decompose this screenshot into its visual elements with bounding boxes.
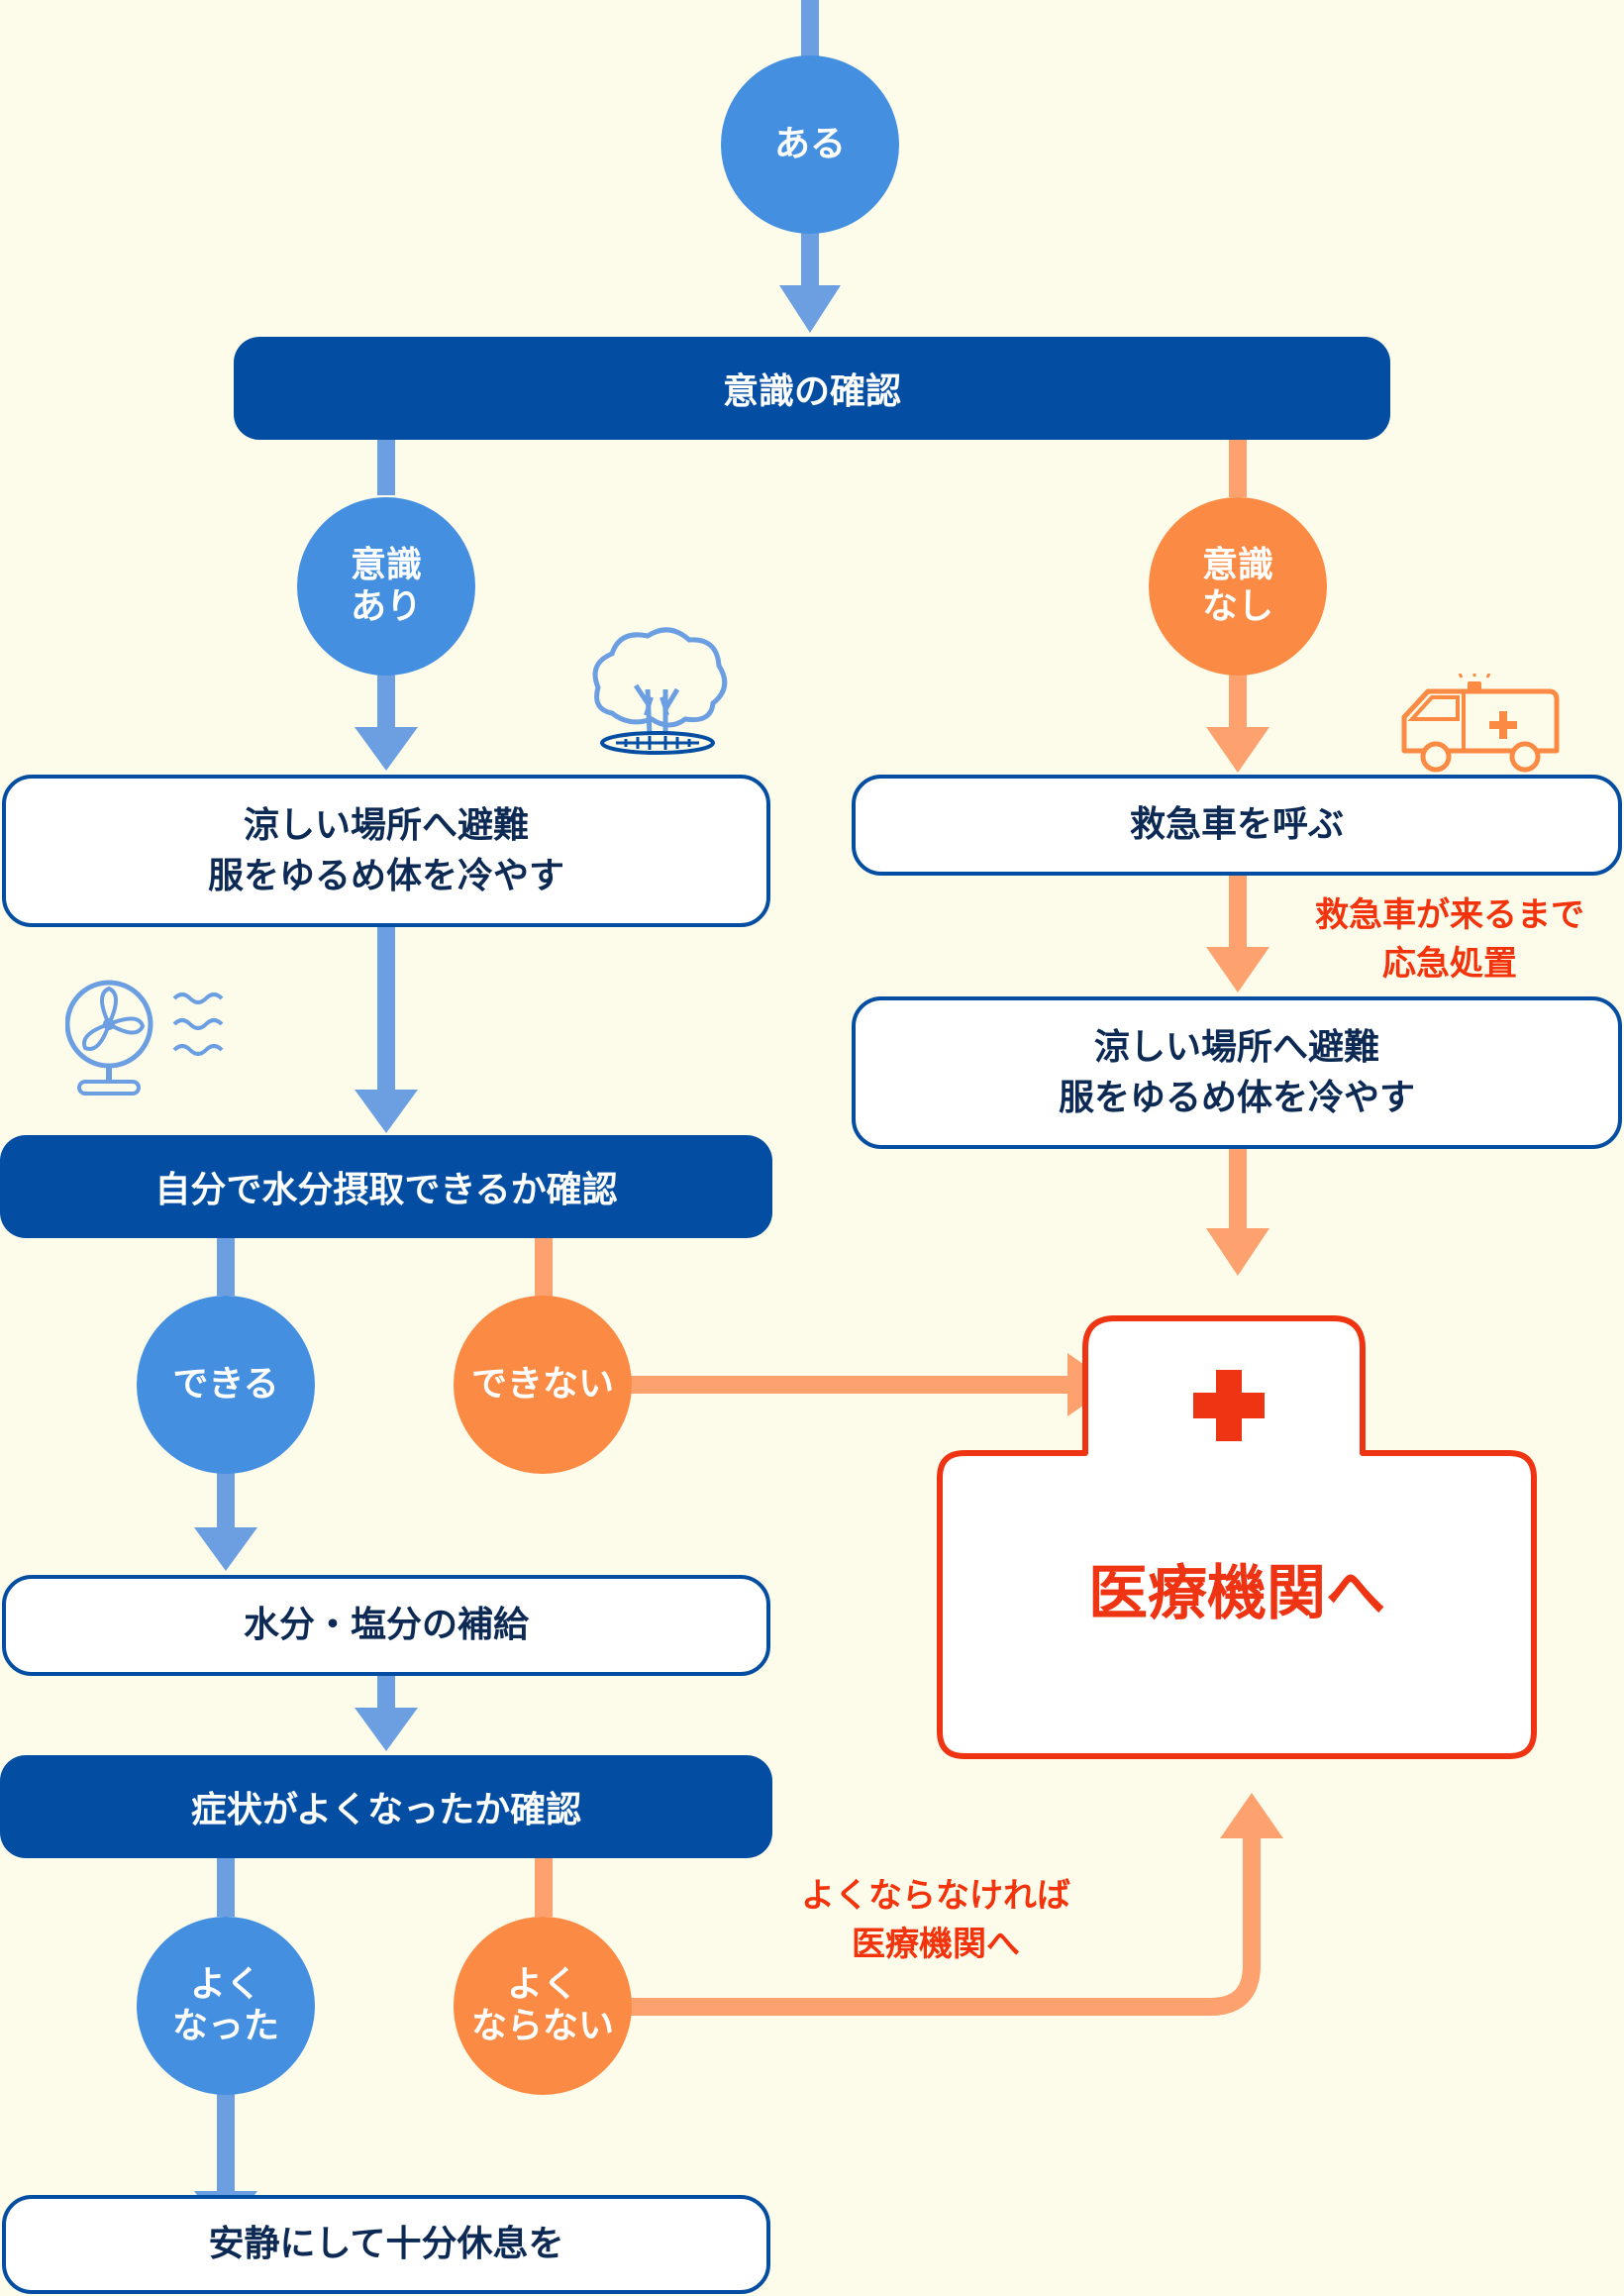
connector-line (377, 1676, 395, 1710)
step-ansei-kyusoku: 安静にして十分休息を (2, 2195, 770, 2294)
branch-label-line: よく (189, 1963, 261, 2005)
step-suzushii-basho-left: 涼しい場所へ避難 服をゆるめ体を冷やす (2, 775, 770, 927)
connector-line (217, 2090, 235, 2193)
step-suzushii-basho-right: 涼しい場所へ避難 服をゆるめ体を冷やす (852, 996, 1622, 1149)
arrow-head (355, 1090, 418, 1133)
ambulance-icon (1401, 674, 1560, 773)
branch-label-line: ならない (470, 2006, 614, 2046)
step-label-line: 服をゆるめ体を冷やす (207, 856, 564, 896)
step-suibun-sesshu-kakunin: 自分で水分摂取できるか確認 (0, 1135, 772, 1238)
step-label: 水分・塩分の補給 (243, 1605, 529, 1646)
arrow-head (1220, 1793, 1283, 1838)
connector-line (1229, 438, 1247, 497)
step-label: 自分で水分摂取できるか確認 (154, 1170, 618, 1210)
connector-line (217, 1470, 235, 1529)
step-label: 意識の確認 (722, 371, 901, 412)
branch-label-line: なった (171, 2006, 279, 2046)
arrow-head (1206, 1228, 1269, 1276)
branch-circle-yoku-naranai: よく ならない (454, 1917, 632, 2095)
connector-line (1229, 1147, 1247, 1230)
arrow-head (1206, 727, 1269, 773)
connector-line (535, 1857, 553, 1917)
arrow-head (194, 1527, 257, 1571)
note-kyukyusha-made: 救急車が来るまで 応急処置 (1283, 891, 1616, 990)
connector-line (217, 1857, 235, 1917)
branch-label: ある (773, 123, 846, 164)
branch-circle-ishiki-nashi: 意識 なし (1149, 497, 1327, 676)
connector-line (624, 1376, 1069, 1394)
step-ishiki-kakunin: 意識の確認 (234, 337, 1390, 440)
branch-circle-aru: ある (721, 55, 899, 234)
note-line: 医療機関へ (852, 1925, 1020, 1965)
connector-line (626, 1834, 1261, 2016)
step-label: 救急車を呼ぶ (1129, 804, 1344, 846)
electric-fan-icon (65, 980, 224, 1096)
connector-line (1229, 670, 1247, 729)
note-yoku-naranakereba: よくならなければ 医療機関へ (762, 1872, 1109, 1970)
branch-circle-yoku-natta: よく なった (137, 1917, 315, 2095)
tree-icon (592, 627, 728, 755)
arrow-head (355, 1708, 418, 1751)
branch-label-line: 意識 (350, 544, 422, 585)
branch-label-line: なし (1201, 586, 1273, 627)
note-line: 救急車が来るまで (1315, 895, 1584, 935)
branch-circle-dekinai: できない (454, 1296, 632, 1474)
connector-line (217, 1236, 235, 1296)
step-label-line: 服をゆるめ体を冷やす (1058, 1078, 1415, 1118)
connector-line (377, 670, 395, 729)
arrow-head (779, 285, 841, 333)
branch-label: できない (470, 1363, 614, 1405)
step-kyukyusha-wo-yobu: 救急車を呼ぶ (852, 775, 1622, 876)
branch-circle-ishiki-ari: 意識 あり (297, 497, 475, 676)
connector-line (801, 228, 819, 287)
hospital-destination-label: 医療機関へ (1088, 1559, 1385, 1628)
step-suibun-enbun-hokyu: 水分・塩分の補給 (2, 1575, 770, 1676)
note-line: 応急処置 (1382, 944, 1517, 985)
connector-line (1229, 876, 1247, 949)
step-label-line: 涼しい場所へ避難 (243, 804, 529, 846)
branch-label-line: 意識 (1201, 544, 1273, 585)
connector-line (801, 0, 819, 61)
arrow-head (355, 727, 418, 771)
branch-label-line: よく (506, 1963, 578, 2005)
branch-label: できる (172, 1363, 279, 1405)
branch-circle-dekiru: できる (137, 1296, 315, 1474)
connector-line (377, 436, 395, 495)
step-label: 症状がよくなったか確認 (190, 1790, 582, 1830)
connector-line (535, 1238, 553, 1298)
step-shojo-kakunin: 症状がよくなったか確認 (0, 1755, 772, 1858)
note-line: よくならなければ (801, 1876, 1070, 1916)
step-label-line: 涼しい場所へ避難 (1093, 1026, 1379, 1068)
step-label: 安静にして十分休息を (208, 2224, 564, 2265)
connector-line (377, 927, 395, 1092)
branch-label-line: あり (350, 586, 422, 627)
arrow-head (1206, 947, 1269, 992)
medical-kit-icon (937, 1315, 1537, 1759)
